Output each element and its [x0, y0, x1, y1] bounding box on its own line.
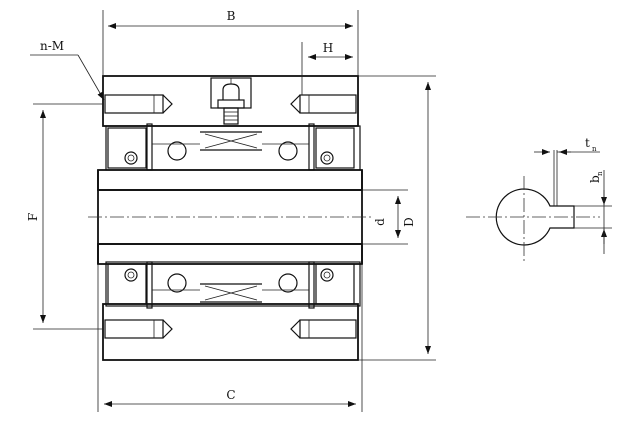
dimension-h — [301, 42, 353, 95]
label-c: C — [226, 388, 235, 402]
label-t-sub: n — [592, 145, 597, 153]
label-f: F — [26, 213, 40, 221]
set-screw-top-right — [290, 94, 357, 114]
dimension-d-large — [358, 75, 436, 361]
label-t: t — [585, 136, 590, 150]
dimension-f — [33, 103, 104, 330]
dimension-b — [102, 10, 359, 76]
label-b-n: b — [588, 175, 602, 183]
label-b: B — [227, 9, 236, 23]
set-screw-bottom-left — [104, 319, 173, 339]
bearing-row-bottom — [105, 261, 361, 309]
dimension-c — [97, 264, 363, 412]
label-d-large: D — [402, 217, 416, 227]
label-h: H — [323, 41, 333, 55]
label-b-sub: n — [596, 171, 604, 176]
label-n-m: n-M — [40, 39, 64, 53]
set-screw-bottom-right — [290, 319, 357, 339]
housing-bottom — [102, 303, 359, 361]
label-d: d — [373, 218, 387, 226]
grease-nipple — [217, 78, 245, 125]
dimension-d-small — [362, 189, 408, 245]
keyway-detail — [466, 149, 612, 262]
leader-n-m — [30, 54, 105, 101]
bearing-row-top — [105, 123, 361, 171]
set-screw-top-left — [104, 94, 173, 114]
